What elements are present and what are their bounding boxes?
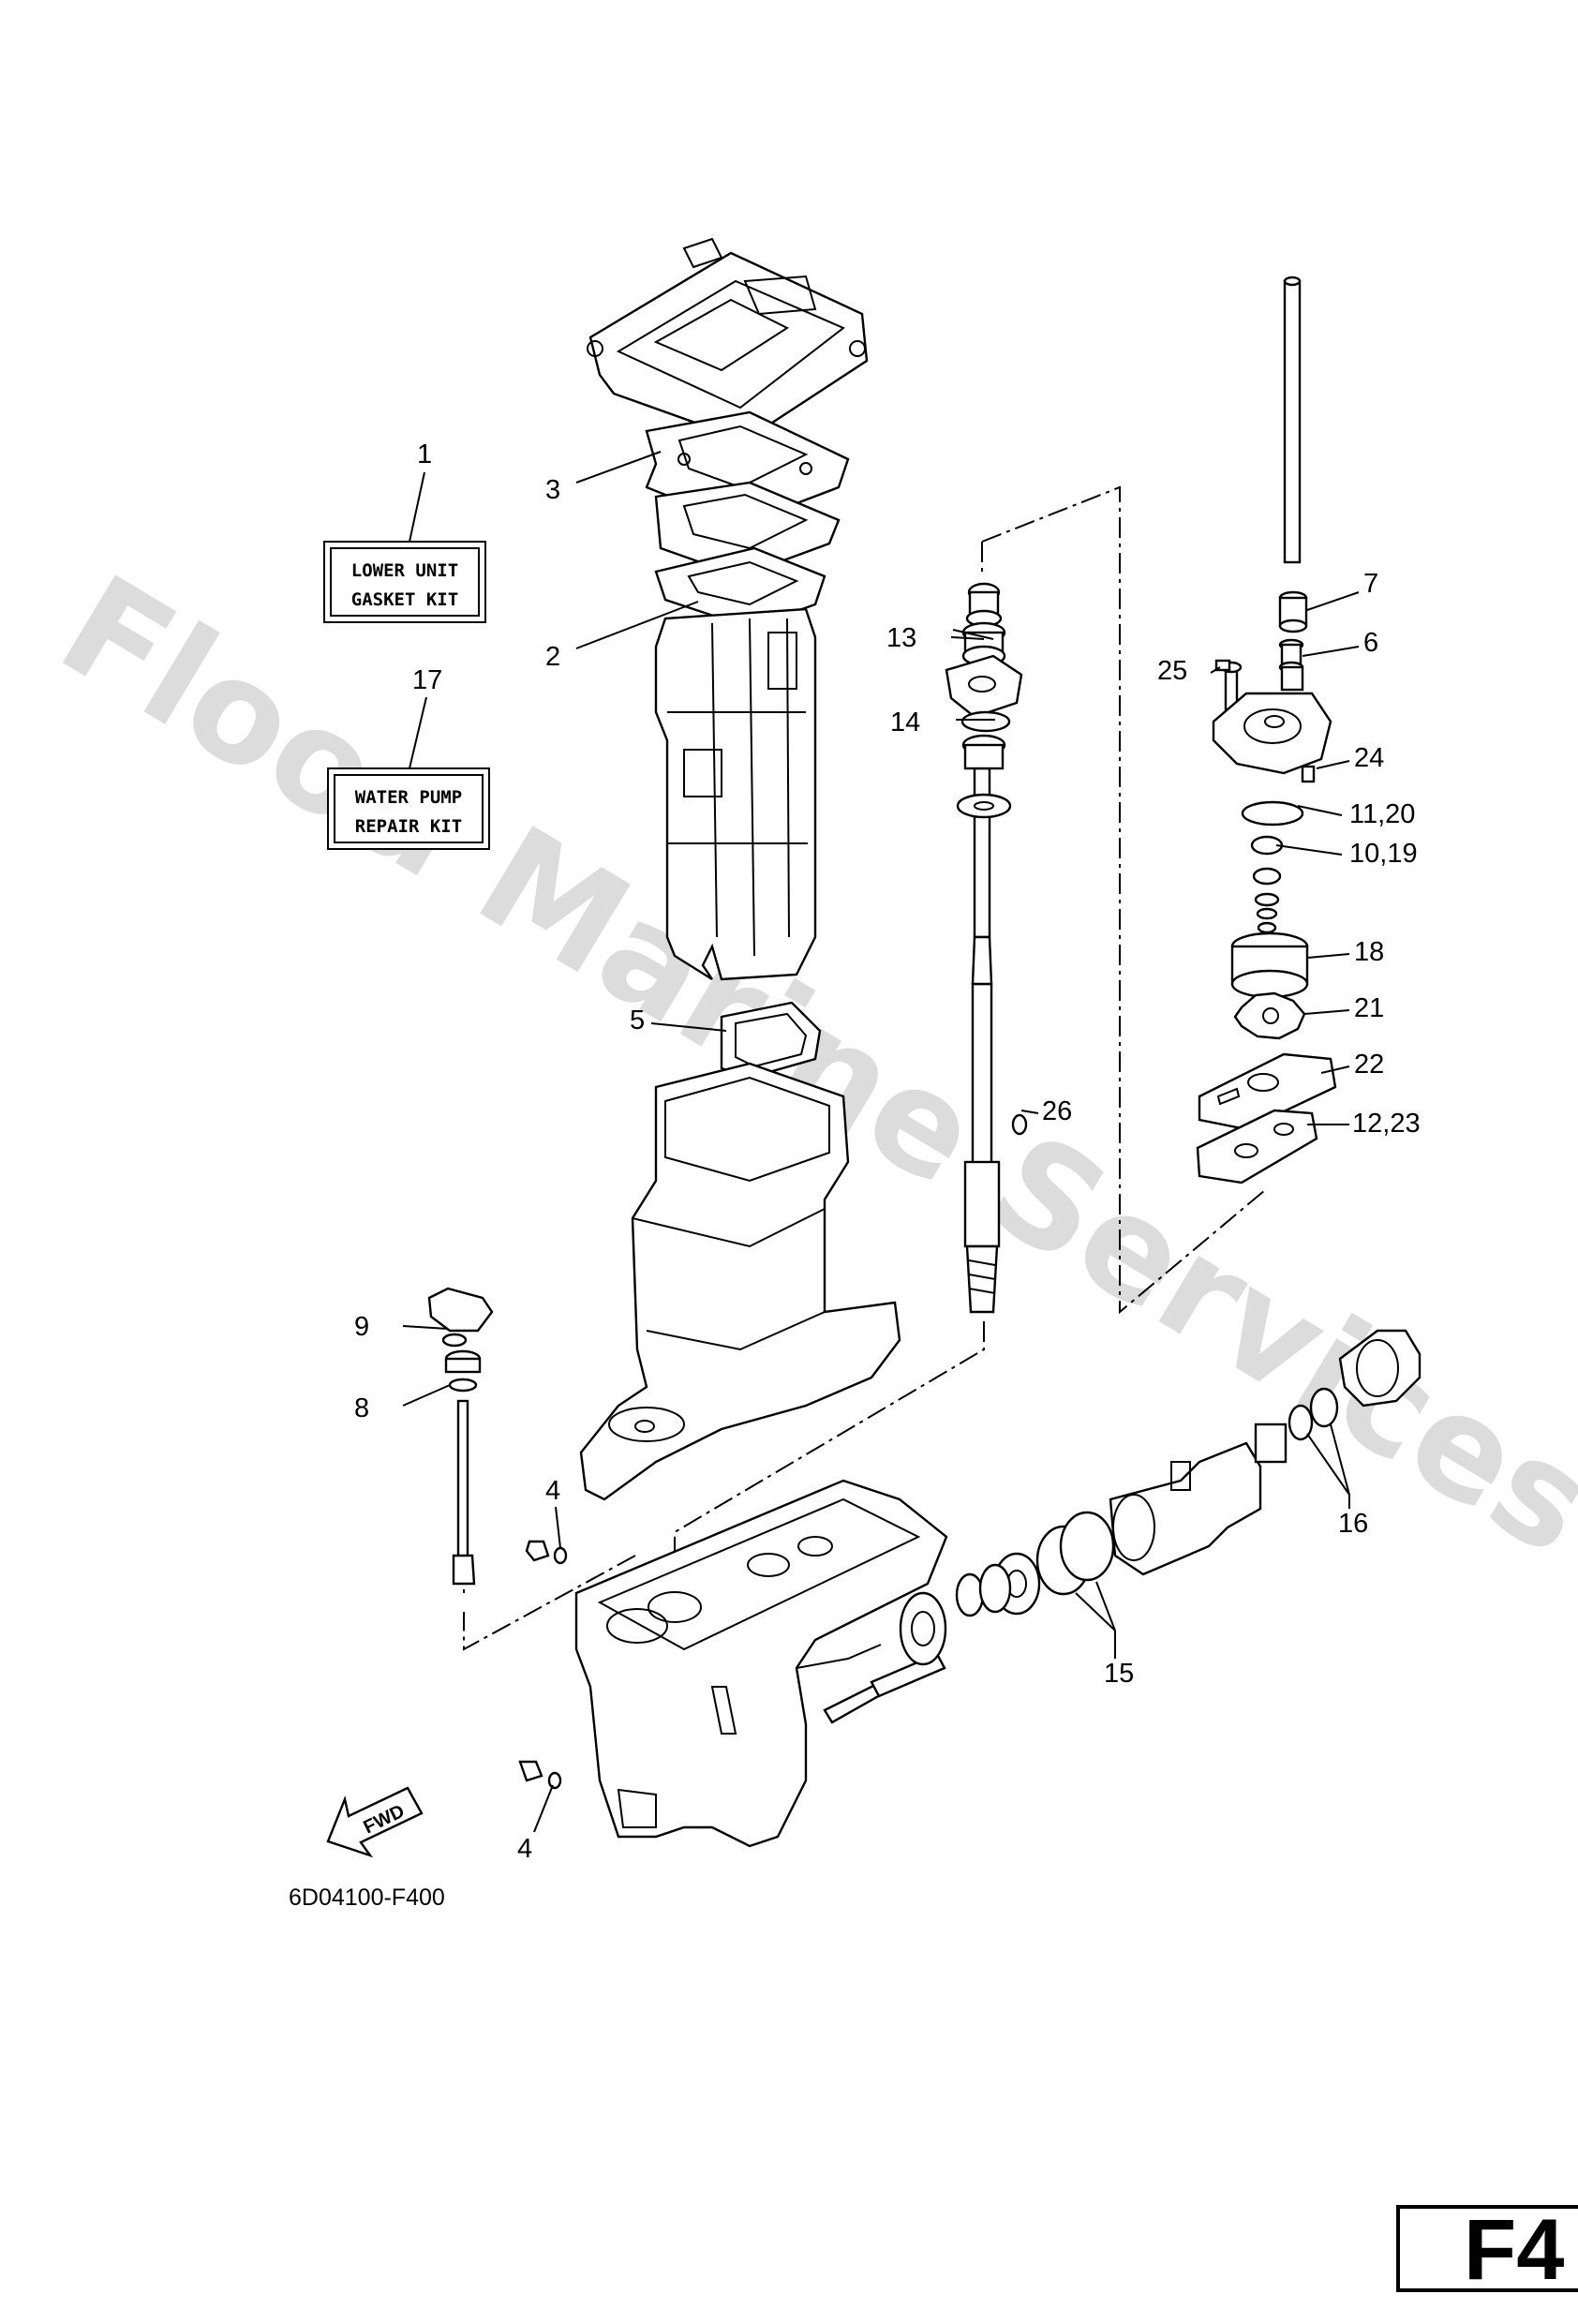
kit-lower-unit-gasket[interactable]: 1 LOWER UNIT GASKET KIT	[323, 439, 486, 623]
exhaust-manifold	[654, 607, 817, 981]
kit-water-pump-repair[interactable]: 17 WATER PUMP REPAIR KIT	[327, 665, 490, 850]
callout-3: 3	[545, 475, 560, 505]
callout-25: 25	[1157, 656, 1187, 686]
callout-9: 9	[354, 1312, 369, 1342]
callout-5: 5	[630, 1006, 645, 1035]
propshaft-orings	[1035, 1511, 1115, 1596]
callout-13: 13	[886, 623, 916, 653]
exhaust-guide-gasket	[654, 546, 826, 630]
upper-case-spacer	[654, 481, 841, 578]
callout-7: 7	[1363, 569, 1378, 599]
water-tube	[1283, 276, 1302, 564]
pump-insert-cartridge	[1230, 931, 1309, 999]
impeller	[1233, 991, 1306, 1040]
kit-water-pump-line2: REPAIR KIT	[355, 816, 462, 837]
callout-16: 16	[1338, 1509, 1368, 1539]
upper-mounting-plate	[587, 237, 869, 442]
callout-11-20: 11,20	[1349, 799, 1415, 829]
callout-14: 14	[890, 708, 920, 737]
propeller-shaft-housing	[1109, 1441, 1262, 1576]
water-pump-housing	[1212, 692, 1332, 783]
callout-6: 6	[1363, 628, 1378, 658]
needle-bearing-and-seals	[1254, 1387, 1339, 1464]
pump-base-gasket	[1196, 1109, 1318, 1184]
forward-gear	[899, 1572, 985, 1666]
callout-26: 26	[1042, 1096, 1072, 1126]
callout-21: 21	[1354, 993, 1384, 1023]
callout-22: 22	[1354, 1050, 1384, 1080]
oring-26	[1011, 1113, 1028, 1136]
page-tag-label: F4	[1464, 2202, 1564, 2298]
propeller-shaft-cap	[1338, 1329, 1422, 1408]
callout-4-upper: 4	[545, 1476, 560, 1506]
leader-lines	[402, 451, 1360, 1833]
upper-casing	[579, 1062, 901, 1501]
tapered-bearing	[978, 1552, 1041, 1616]
callout-18: 18	[1354, 937, 1384, 967]
callout-1: 1	[417, 439, 432, 469]
bolt-25	[1214, 659, 1231, 672]
callout-17: 17	[412, 665, 442, 695]
exhaust-seal-gasket	[720, 1001, 822, 1080]
drawing-code: 6D04100-F400	[289, 1885, 445, 1911]
outer-plate-cartridge	[1198, 1052, 1337, 1131]
kit-water-pump-line1: WATER PUMP	[355, 787, 462, 808]
forward-direction-arrow: FWD	[326, 1786, 424, 1858]
drain-plugs	[518, 1540, 568, 1790]
drive-shaft	[963, 767, 1001, 1314]
water-pump-small-parts	[1220, 590, 1308, 711]
lower-case	[574, 1479, 948, 1848]
callout-15: 15	[1104, 1659, 1134, 1689]
kit-lower-unit-line2: GASKET KIT	[351, 589, 458, 610]
page-tag: F4	[1396, 2202, 1578, 2298]
shift-rod-assembly	[427, 1287, 494, 1586]
callout-10-19: 10,19	[1349, 839, 1418, 869]
callout-4-lower: 4	[517, 1834, 532, 1864]
callout-8: 8	[354, 1393, 369, 1423]
pump-orings	[1241, 800, 1304, 934]
callout-12-23: 12,23	[1352, 1109, 1421, 1139]
drive-shaft-bushing-parts	[945, 582, 1023, 819]
kit-lower-unit-line1: LOWER UNIT	[351, 560, 458, 581]
callout-24: 24	[1354, 743, 1384, 773]
callout-2: 2	[545, 642, 560, 672]
